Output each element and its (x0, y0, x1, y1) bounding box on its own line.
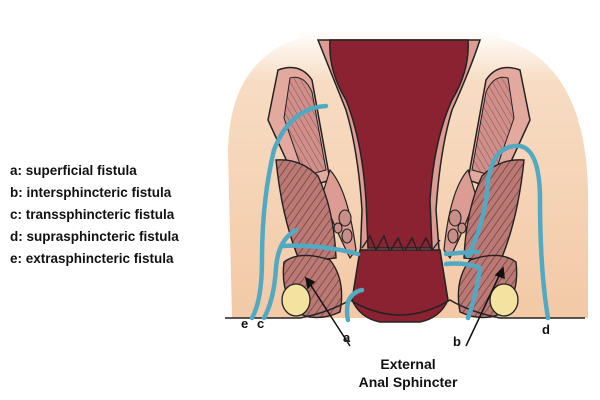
label-e: e (241, 316, 248, 331)
caption-external: External (380, 356, 435, 372)
tract-left-horizontal (279, 243, 361, 257)
legend-item-transsphincteric: c: transsphincteric fistula (10, 207, 175, 222)
tract-b-intersphincteric (465, 265, 483, 321)
caption-anal-sphincter: Anal Sphincter (359, 374, 458, 390)
tract-a-superficial (344, 287, 365, 323)
skin-surface-line (225, 299, 585, 319)
external-sphincter-deep-right (463, 159, 525, 263)
sphincter-pointers (304, 266, 505, 347)
legend-item-intersphincteric: b: intersphincteric fistula (10, 185, 172, 200)
dentate-line (361, 234, 441, 254)
tract-d-suprasphincteric (465, 143, 551, 321)
legend-item-superficial: a: superficial fistula (10, 163, 137, 178)
external-sphincter-deep-left (275, 159, 337, 263)
legend-item-extrasphincteric: e: extrasphincteric fistula (10, 251, 174, 266)
label-a: a (343, 330, 351, 345)
anal-canal (351, 249, 449, 323)
fistula-tracts (249, 103, 551, 323)
label-b: b (453, 334, 461, 349)
legend-item-suprasphincteric: d: suprasphincteric fistula (10, 229, 179, 244)
tract-right-horizontal-lower (443, 261, 483, 271)
tract-e-extrasphincteric (249, 103, 329, 321)
tract-c-transsphincteric (261, 227, 299, 321)
anal-glands-left (333, 209, 353, 244)
fistula-legend: a: superficial fistula b: intersphincter… (10, 160, 179, 270)
rectum-lumen (329, 39, 469, 249)
label-d: d (542, 322, 550, 337)
anal-glands-right (447, 209, 467, 244)
tract-right-horizontal-upper (443, 249, 481, 257)
label-c: c (257, 316, 264, 331)
fat-pad-left (281, 283, 311, 317)
fat-pad-right (489, 283, 519, 317)
